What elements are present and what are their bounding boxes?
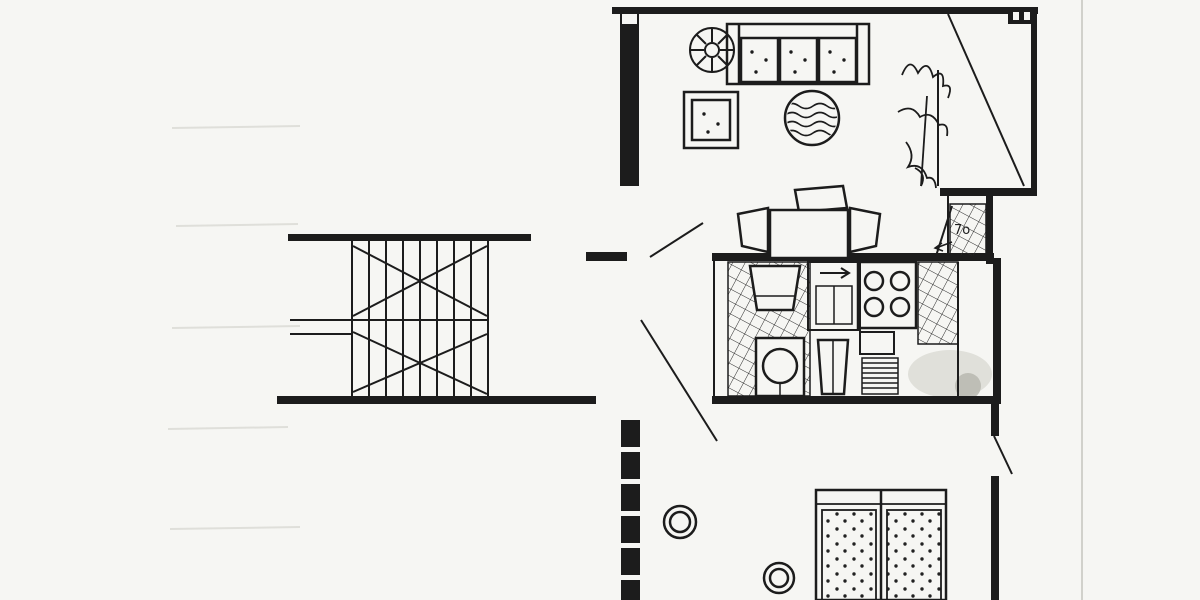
chair-left — [736, 206, 770, 254]
door-width-label: 7o — [954, 223, 970, 238]
wall-kitchen-bottom — [712, 396, 1001, 404]
washbasin — [754, 336, 806, 398]
scan-smudge — [908, 350, 992, 399]
wall-hall-bottom — [277, 396, 596, 404]
chair-right — [848, 206, 882, 254]
stool-2 — [762, 561, 796, 595]
bedroom — [662, 488, 948, 600]
wall-top — [612, 7, 1038, 14]
sink-arrow — [820, 267, 851, 279]
wall-bedroom-right-upper — [991, 404, 999, 436]
door-hinge-block — [1008, 9, 1036, 24]
living-door-swing — [649, 222, 704, 258]
dining-set — [736, 184, 882, 260]
oven — [859, 331, 895, 355]
stair-direction-lines — [352, 245, 488, 395]
armchair — [682, 90, 740, 150]
wall-bedroom-left — [621, 420, 640, 600]
wall-living-left — [620, 24, 639, 186]
wall-door-jamb — [586, 252, 627, 261]
houseplant — [897, 63, 952, 189]
wall-kitchen-right — [993, 258, 1001, 404]
prep-table — [748, 264, 802, 312]
trash-bin — [816, 338, 850, 396]
bathroom — [933, 203, 987, 257]
beds — [814, 488, 948, 600]
balcony-door-swing — [947, 13, 1025, 187]
sofa-stitch-dots — [750, 50, 846, 74]
staircase — [290, 241, 489, 396]
wall-kitchen-top — [712, 253, 994, 261]
wall-bathroom-right — [986, 188, 993, 264]
kitchen-tiled-strip — [917, 261, 959, 345]
wall-hall-top — [288, 234, 531, 241]
bed-left — [821, 509, 877, 600]
bathroom-tiles — [949, 203, 987, 257]
scan-streaks — [167, 0, 1083, 600]
sofa — [725, 22, 871, 86]
wall-living-right — [1031, 7, 1037, 191]
bed-right — [886, 509, 942, 600]
potted-plant — [689, 27, 735, 73]
stool — [662, 504, 698, 540]
radiator — [861, 357, 899, 395]
chair-top — [793, 184, 849, 214]
kitchen — [727, 260, 959, 398]
hall-door-swing — [640, 319, 718, 442]
wall-bedroom-right-lower — [991, 476, 999, 600]
living-room — [682, 22, 952, 260]
kitchen-counter — [807, 261, 861, 331]
window-swing — [993, 435, 1013, 475]
dining-table — [768, 208, 850, 260]
stove-burners — [856, 260, 918, 330]
walls — [277, 7, 1038, 600]
bathroom-dim-arrow — [933, 241, 953, 252]
